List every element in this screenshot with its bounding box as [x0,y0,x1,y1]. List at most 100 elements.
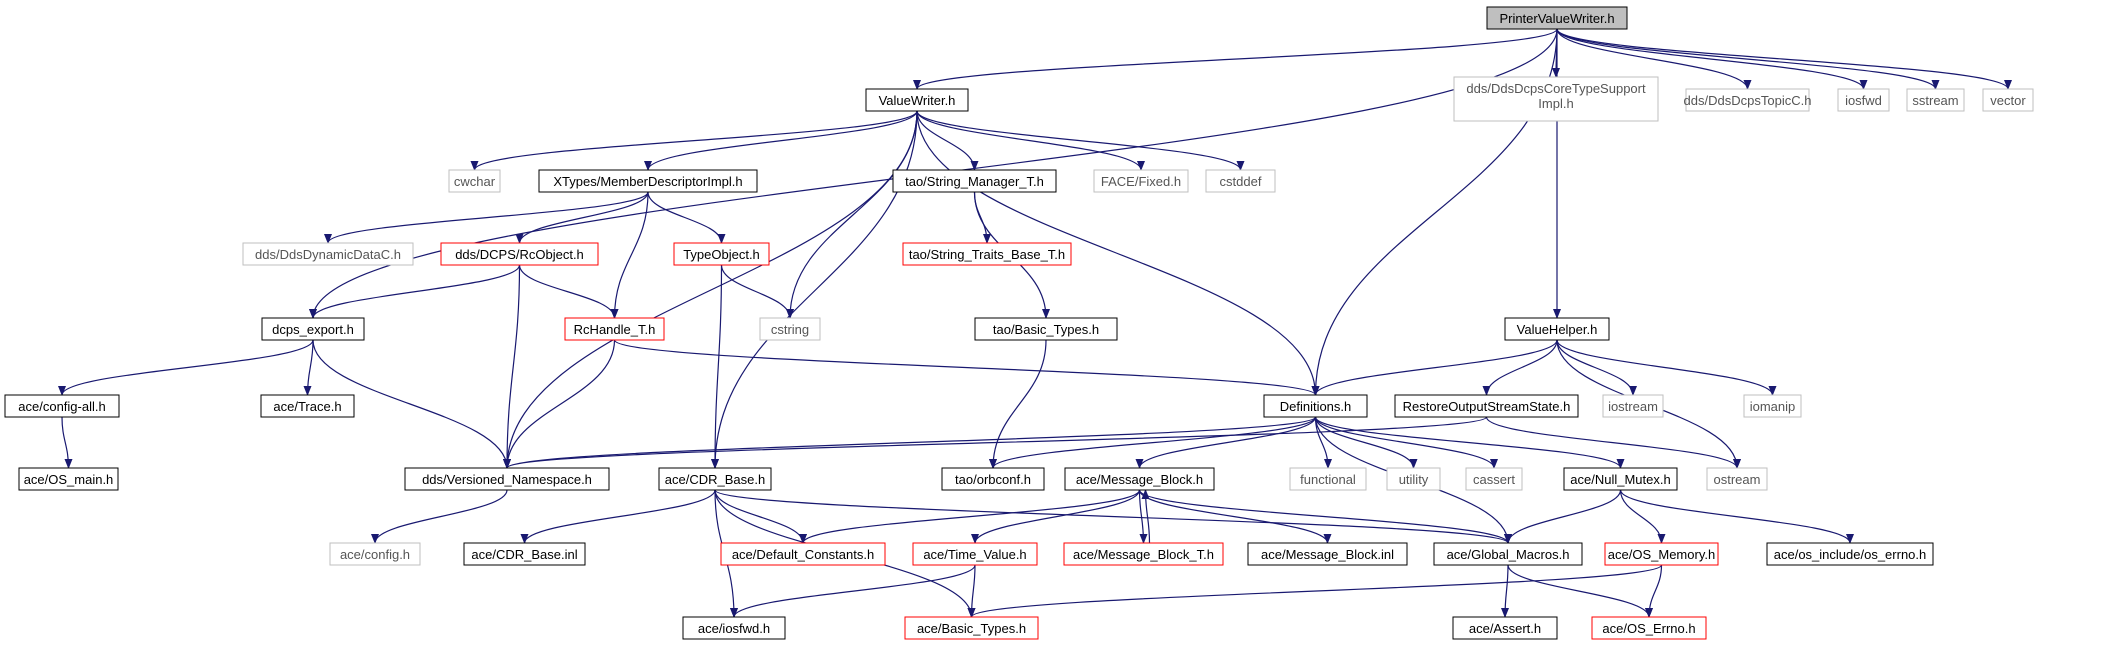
node-label: dds/DdsDcpsTopicC.h [1684,93,1812,108]
node-label: ace/Null_Mutex.h [1570,472,1670,487]
node-box [463,542,586,566]
node-definitions[interactable]: Definitions.h [1263,394,1368,418]
node-box [1064,467,1215,491]
edge-valuehelper-to-iomanip [1556,339,1777,396]
node-label: iomanip [1750,399,1796,414]
node-label: ace/os_include/os_errno.h [1774,547,1927,562]
edge-valuewriter-to-cstring [786,110,918,319]
node-config: ace/config.h [329,542,421,566]
edge-xtypes-to-dynamicdata [324,191,649,244]
edge-printer-to-valuewriter [913,28,1558,90]
node-xtypes[interactable]: XTypes/MemberDescriptorImpl.h [538,169,758,193]
node-label: ace/Message_Block_T.h [1073,547,1214,562]
edge-rchandle-to-definitions [613,339,1320,396]
node-taobasic[interactable]: tao/Basic_Types.h [974,317,1118,341]
node-timevalue[interactable]: ace/Time_Value.h [912,542,1038,566]
edge-msgblock-to-msgblockt [1138,489,1148,544]
node-sstream: sstream [1906,88,1965,112]
edge-globalmacros-to-oserrno [1507,564,1653,618]
node-box [329,542,421,566]
node-aceiosfwd[interactable]: ace/iosfwd.h [682,616,786,640]
node-box [1602,394,1664,418]
node-msgblock[interactable]: ace/Message_Block.h [1064,467,1215,491]
edge-timevalue-to-acebasic [967,564,976,618]
node-acebasic[interactable]: ace/Basic_Types.h [904,616,1039,640]
node-label: ace/OS_Memory.h [1608,547,1715,562]
edge-valuehelper-to-iostream [1556,339,1637,396]
node-valuehelper[interactable]: ValueHelper.h [1504,317,1610,341]
node-defconst[interactable]: ace/Default_Constants.h [720,542,886,566]
node-label: sstream [1912,93,1958,108]
node-label: tao/Basic_Types.h [993,322,1099,337]
node-cdrbase[interactable]: ace/CDR_Base.h [658,467,772,491]
node-typeobject[interactable]: TypeObject.h [673,242,770,266]
node-dcpsexport[interactable]: dcps_export.h [261,317,365,341]
node-label: ace/Global_Macros.h [1447,547,1570,562]
node-label: ace/Message_Block.inl [1261,547,1394,562]
edge-restore-to-ostream [1485,416,1741,469]
edge-valuewriter-to-versioned [503,110,918,469]
node-restore[interactable]: RestoreOutputStreamState.h [1394,394,1579,418]
node-box [1263,394,1368,418]
node-label: RestoreOutputStreamState.h [1403,399,1571,414]
edge-valuewriter-to-cwchar [470,110,918,171]
node-box [18,467,119,491]
node-box [673,242,770,266]
node-configall[interactable]: ace/config-all.h [4,394,120,418]
node-strtraits[interactable]: tao/String_Traits_Base_T.h [902,242,1072,266]
node-versioned[interactable]: dds/Versioned_Namespace.h [404,467,610,491]
node-box [941,467,1045,491]
node-label: ace/config-all.h [18,399,105,414]
node-label: ValueWriter.h [879,93,956,108]
node-printer[interactable]: PrinterValueWriter.h [1486,6,1628,30]
node-label: PrinterValueWriter.h [1499,11,1614,26]
node-functional: functional [1289,467,1367,491]
node-label: dcps_export.h [272,322,354,337]
node-label: dds/DCPS/RcObject.h [455,247,584,262]
edge-printer-to-sstream [1556,28,1940,90]
node-msgblockinl[interactable]: ace/Message_Block.inl [1247,542,1408,566]
node-box [759,317,821,341]
node-msgblockt[interactable]: ace/Message_Block_T.h [1063,542,1224,566]
edge-strmgr-to-strtraits [973,191,991,244]
edge-definitions-to-cassert [1314,416,1498,469]
edge-typeobject-to-cstring [720,264,794,319]
node-cwchar: cwchar [448,169,501,193]
node-box [242,242,414,266]
edge-rcobject-to-versioned [503,264,521,469]
node-box [720,542,886,566]
node-trace[interactable]: ace/Trace.h [260,394,355,418]
node-box [1205,169,1276,193]
node-osmemory[interactable]: ace/OS_Memory.h [1604,542,1719,566]
node-box [538,169,758,193]
node-label: utility [1399,472,1429,487]
edge-versioned-to-config [371,489,508,544]
node-cdrinl[interactable]: ace/CDR_Base.inl [463,542,586,566]
edge-rcobject-to-rchandle [518,264,619,319]
node-aceassert[interactable]: ace/Assert.h [1452,616,1558,640]
node-oserrno_inc[interactable]: ace/os_include/os_errno.h [1766,542,1934,566]
node-strmgr[interactable]: tao/String_Manager_T.h [892,169,1057,193]
node-label: vector [1990,93,2026,108]
node-label: ace/config.h [340,547,410,562]
edge-dcpsexport-to-versioned [312,339,511,469]
node-box [1591,616,1707,640]
node-osmain[interactable]: ace/OS_main.h [18,467,119,491]
node-globalmacros[interactable]: ace/Global_Macros.h [1433,542,1583,566]
node-box [658,467,772,491]
node-box [682,616,786,640]
node-valuewriter[interactable]: ValueWriter.h [865,88,969,112]
node-rcobject[interactable]: dds/DCPS/RcObject.h [440,242,599,266]
node-label: ace/iosfwd.h [698,621,770,636]
node-label: tao/String_Manager_T.h [905,174,1044,189]
node-orbconf[interactable]: tao/orbconf.h [941,467,1045,491]
node-label: ace/Basic_Types.h [917,621,1026,636]
node-oserrno[interactable]: ace/OS_Errno.h [1591,616,1707,640]
node-box [1452,616,1558,640]
node-box [1743,394,1802,418]
node-label: functional [1300,472,1356,487]
node-nullmutex[interactable]: ace/Null_Mutex.h [1563,467,1678,491]
edge-cdrbase-to-defconst [714,489,807,544]
node-rchandle[interactable]: RcHandle_T.h [564,317,665,341]
